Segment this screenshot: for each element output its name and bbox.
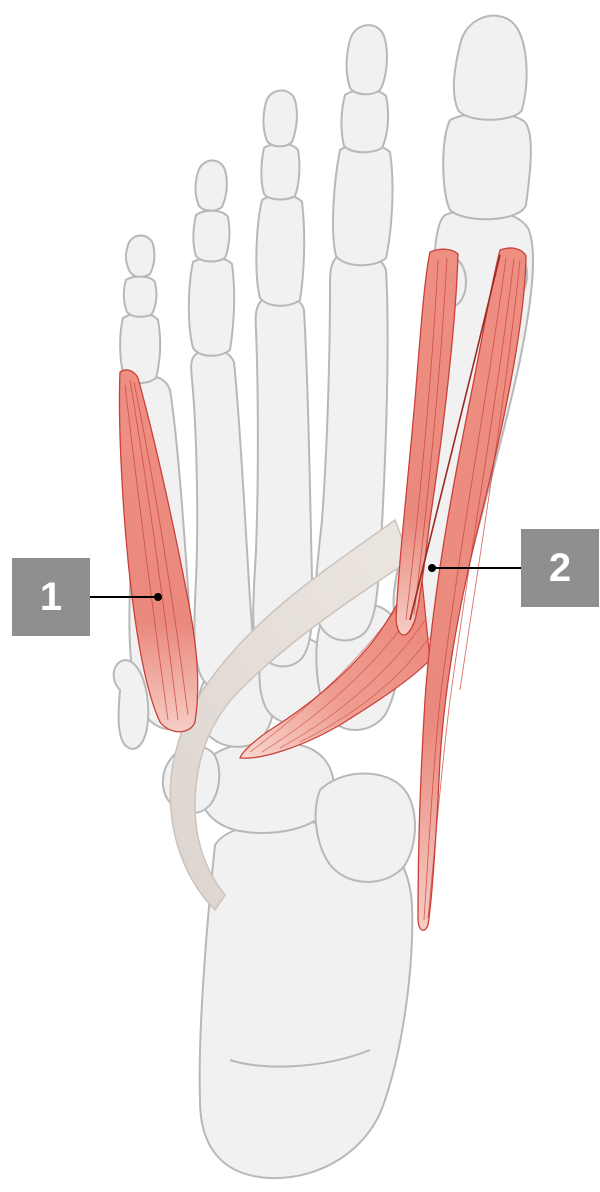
callout-label-1: 1 <box>12 558 90 636</box>
toe-5-distal-phalanx <box>126 235 154 276</box>
toe-4-proximal-phalanx <box>189 258 234 356</box>
toe-3-middle-phalanx <box>261 144 299 200</box>
toe-3-proximal-phalanx <box>256 195 304 306</box>
toe-2-middle-phalanx <box>341 90 388 152</box>
toe-4-middle-phalanx <box>193 211 229 262</box>
leader-dot-2 <box>428 564 436 572</box>
hallux-proximal-phalanx <box>443 113 531 220</box>
toe-4-distal-phalanx <box>196 160 227 210</box>
toe-2-distal-phalanx <box>347 25 387 94</box>
toe-5-middle-phalanx <box>124 276 157 316</box>
callout-label-2: 2 <box>521 529 599 607</box>
hallux-distal-phalanx <box>454 16 527 120</box>
toe-2-proximal-phalanx <box>333 144 392 265</box>
toe-3-distal-phalanx <box>264 90 297 146</box>
cuboid-bone <box>316 774 415 882</box>
leader-dot-1 <box>154 593 162 601</box>
